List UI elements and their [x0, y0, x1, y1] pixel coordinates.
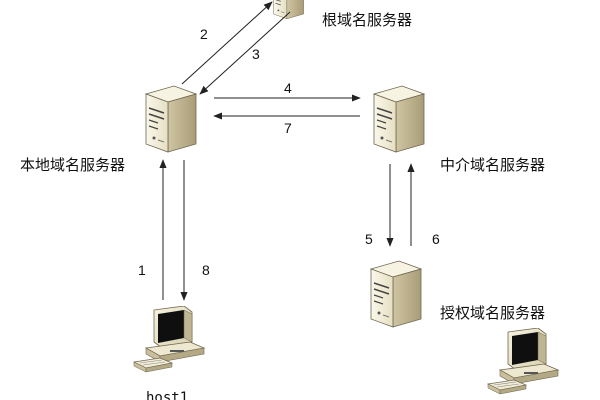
root-server-label: 根域名服务器	[322, 11, 412, 29]
edge-label-5: 5	[365, 231, 373, 247]
auth-server-label: 授权域名服务器	[440, 304, 545, 322]
host1-computer-icon	[133, 306, 205, 373]
root-server-icon	[272, 0, 305, 20]
arrow-2	[181, 1, 273, 85]
middle-server-icon	[373, 85, 425, 153]
local-server-label: 本地域名服务器	[20, 156, 125, 174]
edge-label-3: 3	[252, 46, 260, 62]
auth-server-icon	[370, 260, 422, 328]
arrow-3	[199, 11, 291, 95]
middle-server-label: 中介域名服务器	[440, 156, 545, 174]
edge-label-2: 2	[200, 26, 208, 42]
edge-label-7: 7	[284, 120, 292, 136]
local-server-icon	[145, 85, 197, 153]
edge-label-1: 1	[138, 262, 146, 278]
host1-label: host1	[146, 390, 188, 400]
edge-label-6: 6	[432, 231, 440, 247]
host2-computer-icon	[487, 328, 559, 395]
edge-label-4: 4	[284, 80, 292, 96]
edge-label-8: 8	[202, 262, 210, 278]
